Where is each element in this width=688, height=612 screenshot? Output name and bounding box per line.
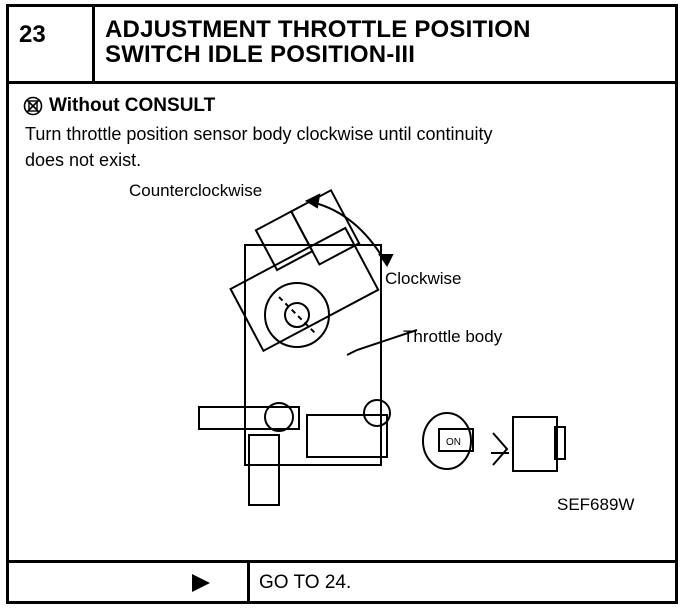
step-title-line1: ADJUSTMENT THROTTLE POSITION <box>105 16 531 43</box>
instruction-text: Turn throttle position sensor body clock… <box>25 121 645 173</box>
step-title-line2: SWITCH IDLE POSITION-III <box>105 41 416 68</box>
step-header: 23 ADJUSTMENT THROTTLE POSITION SWITCH I… <box>9 7 675 84</box>
position-sensor <box>229 188 380 353</box>
method-label: Without CONSULT <box>49 95 216 116</box>
next-step-row: GO TO 24. <box>9 560 675 604</box>
throttle-body-diagram: ON <box>198 188 566 506</box>
figure-reference: SEF689W <box>557 495 635 514</box>
step-title: ADJUSTMENT THROTTLE POSITION SWITCH IDLE… <box>105 17 531 67</box>
mount-leg <box>248 434 280 506</box>
instruction-line1: Turn throttle position sensor body clock… <box>25 124 493 144</box>
procedure-box: 23 ADJUSTMENT THROTTLE POSITION SWITCH I… <box>6 4 678 604</box>
key-on-label: ON <box>446 437 461 448</box>
step-number: 23 <box>9 7 95 81</box>
method-heading: Without CONSULT <box>23 95 215 117</box>
goto-next-step[interactable]: GO TO 24. <box>259 572 352 593</box>
throttle-shaft <box>198 406 300 430</box>
label-throttle-body: Throttle body <box>403 327 503 346</box>
right-arrow-icon <box>192 574 210 592</box>
label-clockwise: Clockwise <box>385 269 462 288</box>
clockwise-arrowhead <box>378 254 394 267</box>
footer-divider <box>247 563 250 604</box>
instruction-line2: does not exist. <box>25 150 142 170</box>
sensor-disc <box>264 282 330 348</box>
throttle-body-housing <box>244 244 382 466</box>
label-counterclockwise: Counterclockwise <box>129 181 263 200</box>
connector <box>512 416 558 472</box>
key-switch <box>422 412 472 470</box>
no-consult-icon <box>23 96 43 116</box>
